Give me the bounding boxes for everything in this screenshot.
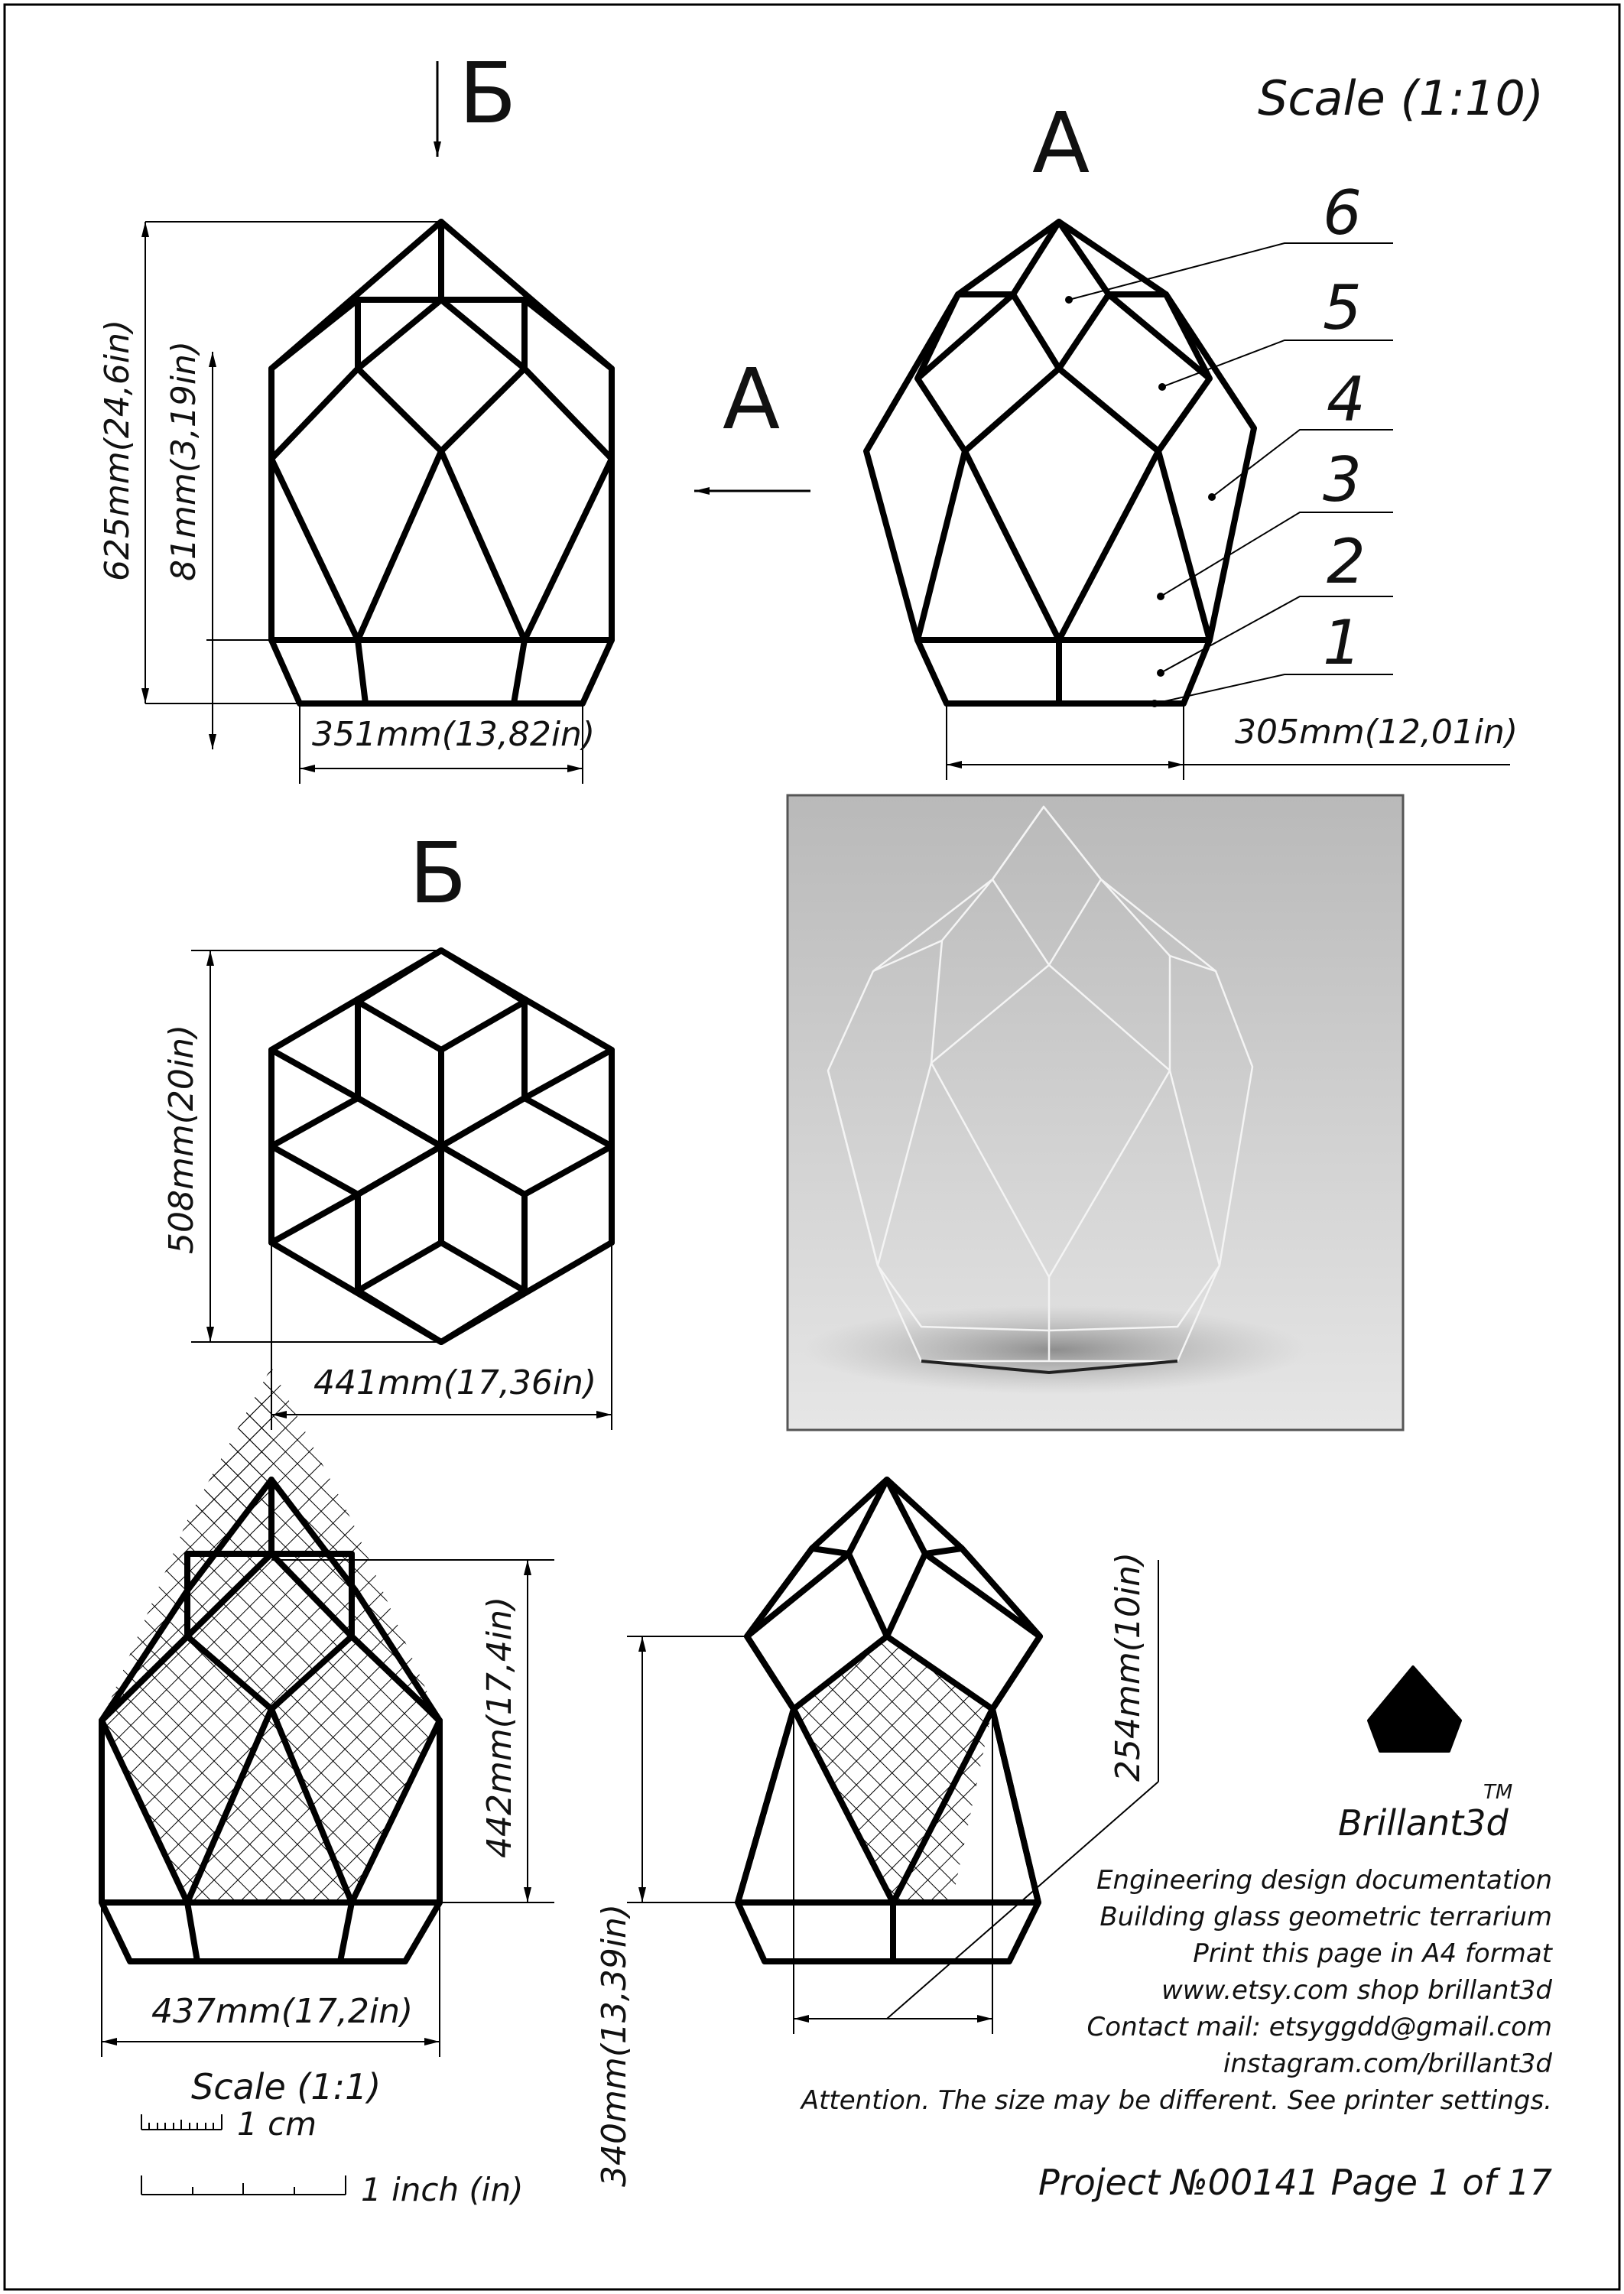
part-number-dots [1065,296,1216,707]
panel-left-dim-width: 437mm(17,2in) [151,1992,413,2031]
panel-template-right: 254mm(10in) 340mm(13,39in) [595,1477,1159,2187]
info-line-mail: Contact mail: etsyggdd@gmail.com [1087,2012,1552,2042]
sheet-border [3,3,1621,2291]
panel-right-dim-lower: 340mm(13,39in) [595,1904,634,2187]
brand-block: Brillant3d TM Engineering design documen… [800,1665,1554,2203]
view-b-title: Б [409,824,466,922]
view-b-arrow-label: Б [459,44,516,142]
view-a-direction-arrow: A [694,350,810,495]
side-dim-width: 305mm(12,01in) [1235,713,1518,752]
brand-trademark: TM [1483,1781,1512,1804]
part-number-6: 6 [1323,177,1362,249]
front-dim-width: 351mm(13,82in) [312,715,595,754]
inch-label: 1 inch (in) [361,2171,523,2208]
scale-legend: Scale (1:1) 1 cm 1 inch (in) [141,2066,523,2208]
cm-label: 1 cm [237,2105,317,2143]
info-line-2: Building glass geometric terrarium [1099,1902,1552,1932]
diamond-logo-icon [1367,1665,1462,1753]
inch-ruler [141,2175,346,2195]
part-number-2: 2 [1327,526,1366,597]
panel-template-left: 442mm(17,4in) 437mm(17,2in) [99,1367,554,2057]
info-line-etsy: www.etsy.com shop brillant3d [1161,1975,1552,2006]
front-view: 625mm(24,6in) 81mm(3,19in) 351mm(13,82in… [98,219,615,784]
view-a-title: A [1032,94,1090,192]
main-scale-label: Scale (1:10) [1258,70,1544,126]
front-dim-height-base: 81mm(3,19in) [164,341,203,581]
part-number-1: 1 [1323,607,1362,678]
top-dim-width: 441mm(17,36in) [313,1363,596,1402]
part-number-3: 3 [1323,444,1362,515]
scale-legend-title: Scale (1:1) [191,2066,381,2107]
brand-name: Brillant3d [1338,1802,1509,1844]
terrarium-render-image [786,794,1405,1431]
top-dim-height: 508mm(20in) [162,1025,201,1254]
front-dim-height-total: 625mm(24,6in) [98,320,137,581]
side-view-a: 6 5 4 3 2 1 305mm(12,01in) [863,177,1518,780]
info-line-3: Print this page in A4 format [1193,1938,1553,1969]
info-line-1: Engineering design documentation [1096,1865,1552,1896]
project-label: Project №00141 Page 1 of 17 [1038,2162,1552,2203]
info-line-instagram: instagram.com/brillant3d [1223,2049,1553,2079]
info-line-attention: Attention. The size may be different. Se… [800,2085,1552,2116]
view-b-direction-arrow: Б [434,44,516,157]
part-number-5: 5 [1323,272,1362,343]
top-view-hexagon: 508mm(20in) 441mm(17,36in) [162,947,615,1430]
panel-right-dim-upper: 254mm(10in) [1109,1552,1148,1782]
view-a-arrow-label: A [723,350,780,448]
cm-ruler [141,2114,222,2130]
panel-left-dim-height: 442mm(17,4in) [480,1597,519,1858]
part-number-4: 4 [1327,364,1366,435]
